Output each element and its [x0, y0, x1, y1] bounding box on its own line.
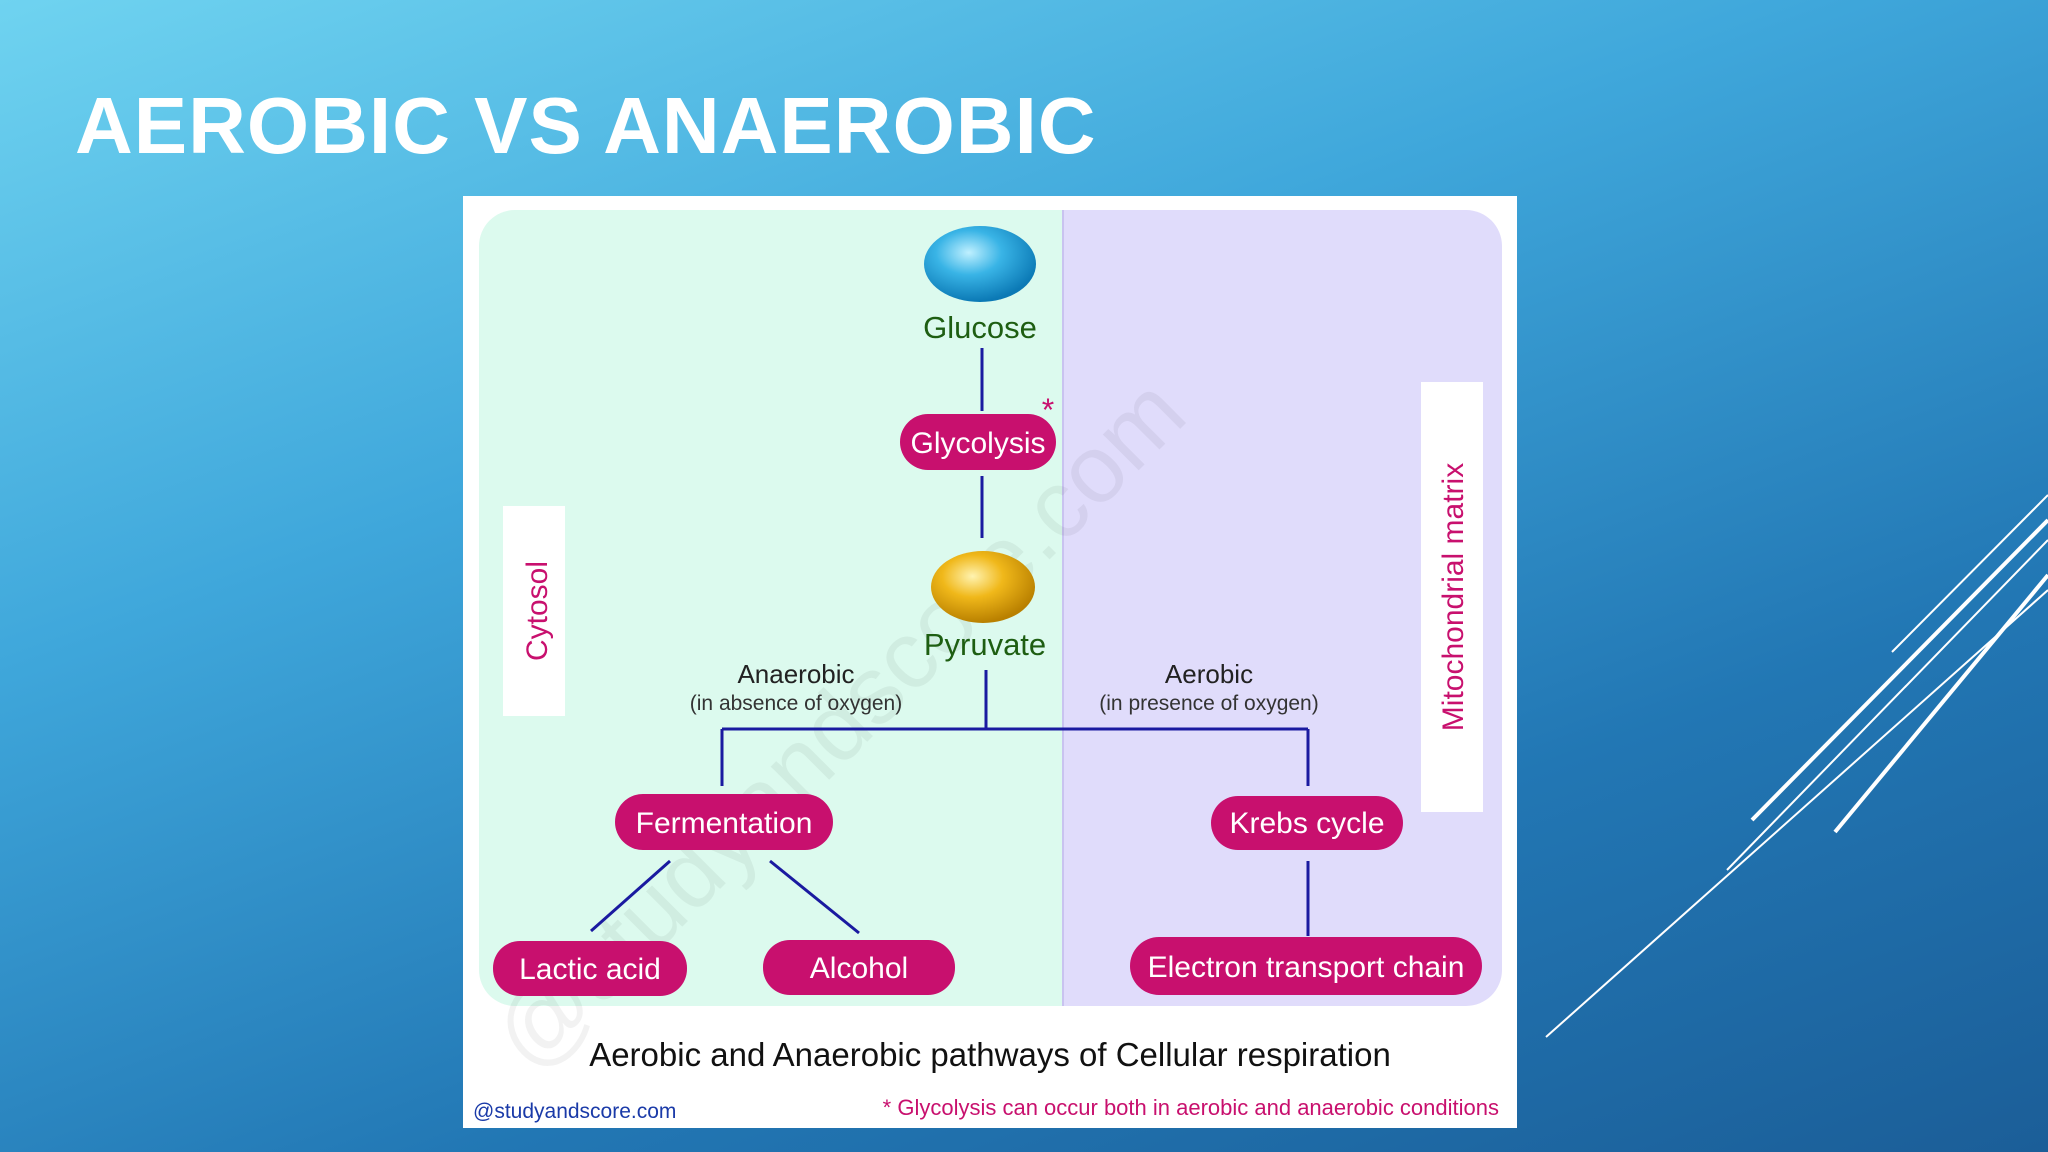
- credit-link[interactable]: @studyandscore.com: [473, 1100, 676, 1123]
- krebs-cycle-node: [1211, 796, 1403, 850]
- glycolysis-label: Glycolysis: [910, 427, 1045, 460]
- krebs-cycle-label: Krebs cycle: [1229, 807, 1384, 840]
- etc-label: Electron transport chain: [1148, 951, 1465, 984]
- deco-line: [1833, 573, 2048, 834]
- deco-line: [1726, 539, 2048, 871]
- fermentation-label: Fermentation: [636, 807, 813, 840]
- deco-line: [1545, 589, 2048, 1038]
- anaerobic-note: (in absence of oxygen): [690, 692, 902, 715]
- slide-title: AEROBIC VS ANAEROBIC: [75, 81, 1097, 170]
- connector: [769, 859, 860, 935]
- alcohol-label: Alcohol: [810, 952, 908, 985]
- deco-line: [1750, 518, 2048, 822]
- glycolysis-footnote: * Glycolysis can occur both in aerobic a…: [883, 1095, 1499, 1120]
- glucose-icon: [924, 226, 1036, 302]
- pyruvate-label: Pyruvate: [924, 627, 1046, 662]
- glycolysis-node: [900, 414, 1056, 470]
- alcohol-node: [763, 940, 955, 995]
- figure-caption: Aerobic and Anaerobic pathways of Cellul…: [589, 1036, 1391, 1073]
- matrix-label: Mitochondrial matrix: [1437, 463, 1470, 731]
- etc-node: [1130, 937, 1482, 995]
- fermentation-node: [615, 794, 833, 850]
- cytosol-label: Cytosol: [521, 561, 554, 661]
- aerobic-note: (in presence of oxygen): [1099, 692, 1318, 715]
- connector: [590, 859, 671, 933]
- deco-line: [1891, 494, 2048, 653]
- pathway-figure: @studyandscore.com Cytosol Mitochondrial…: [463, 196, 1517, 1128]
- cytosol-label-box: [503, 506, 565, 716]
- lactic-acid-node: [493, 941, 687, 996]
- glucose-label: Glucose: [923, 310, 1037, 345]
- glycolysis-asterisk: *: [1042, 392, 1054, 428]
- matrix-label-box: [1421, 382, 1483, 812]
- anaerobic-label: Anaerobic: [737, 659, 854, 689]
- pyruvate-icon: [931, 551, 1035, 623]
- lactic-acid-label: Lactic acid: [519, 953, 661, 986]
- aerobic-label: Aerobic: [1165, 659, 1253, 689]
